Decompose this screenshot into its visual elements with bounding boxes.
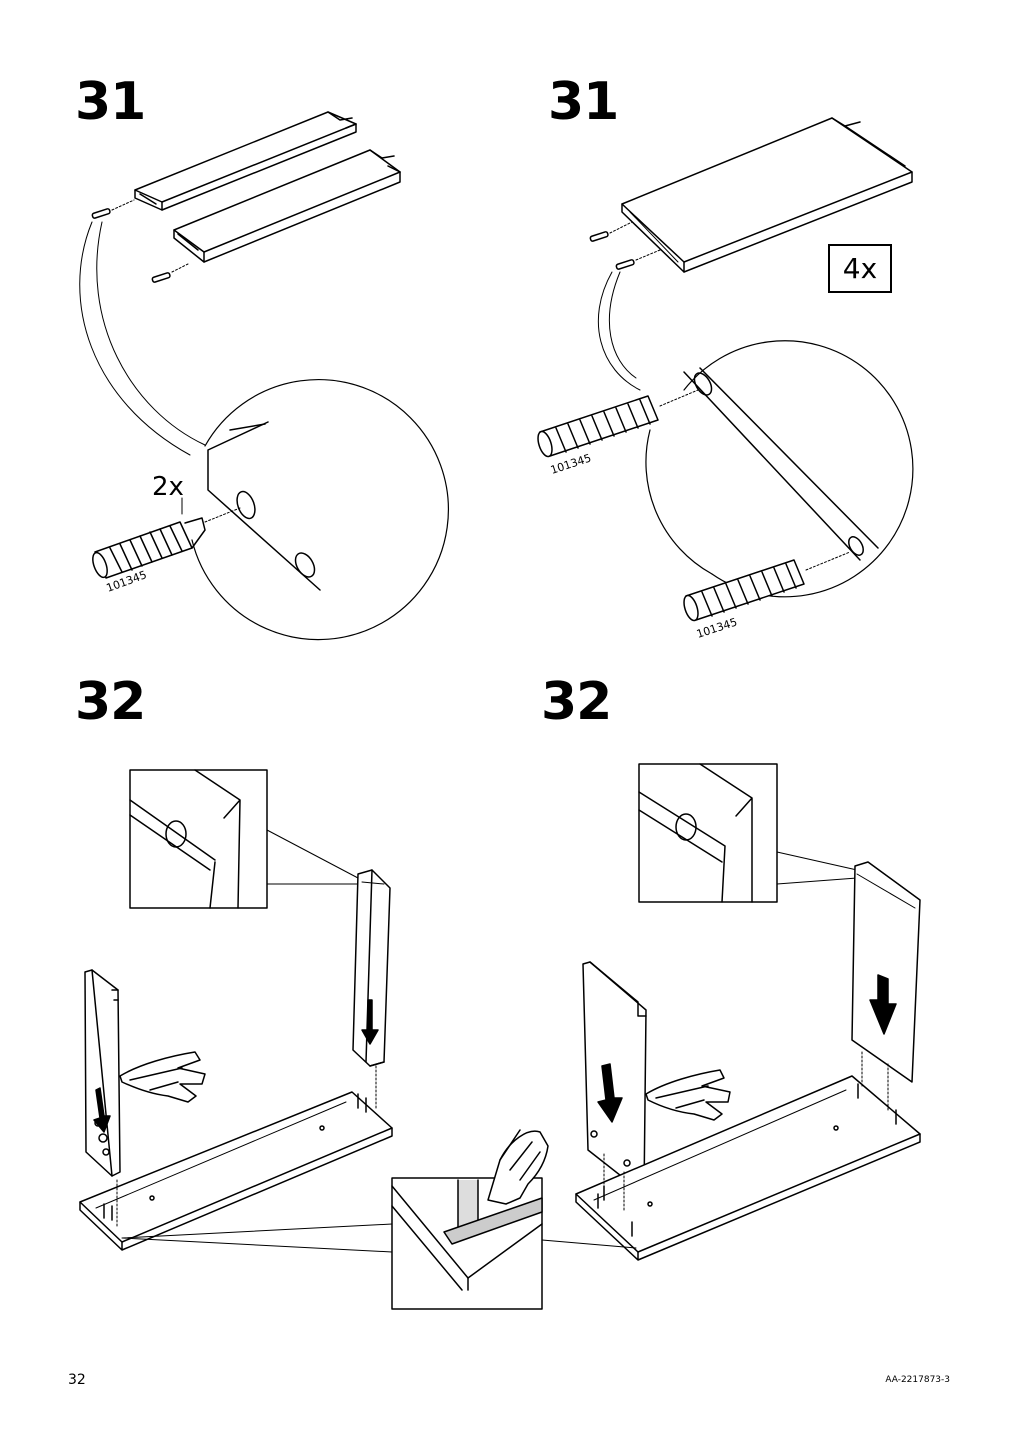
part-code-label-1: 101345 [549, 452, 593, 477]
detail-box-icon [639, 764, 857, 902]
magnifier-circle-icon [646, 341, 913, 597]
dowel-icon [92, 208, 111, 218]
dowel-icon [590, 231, 609, 241]
dowel-icon [535, 396, 658, 458]
step31-right-illustration: 101345 101345 [535, 118, 913, 641]
arrow-down-icon [870, 975, 896, 1034]
page-number: 32 [68, 1372, 86, 1388]
dowel-icon [152, 272, 171, 282]
detail-box-icon [392, 1178, 542, 1309]
dowel-icon [90, 518, 205, 579]
step-number-31-right: 31 [548, 72, 619, 132]
quantity-box-4x: 4x [828, 244, 892, 293]
magnifier-circle-icon [192, 380, 448, 640]
step32-left-illustration [80, 770, 392, 1252]
detail-box-icon [130, 770, 358, 908]
dowel-icon [681, 560, 804, 622]
step-number-31-left: 31 [75, 72, 146, 132]
step-number-32-left: 32 [75, 672, 146, 732]
part-code-label-2: 101345 [695, 616, 739, 641]
step32-right-illustration [542, 764, 920, 1260]
edge-detail-illustration [392, 1130, 548, 1309]
step31-left-illustration: 101345 [80, 112, 449, 640]
pointing-hand-icon [646, 1070, 730, 1120]
pointing-hand-icon [120, 1052, 205, 1102]
quantity-label-2x: 2x [152, 472, 184, 502]
arrow-down-icon [598, 1064, 622, 1122]
pointing-hand-icon [488, 1130, 548, 1204]
arrow-down-icon [94, 1088, 110, 1132]
arrow-down-icon [362, 1000, 378, 1044]
dowel-icon [616, 259, 635, 269]
step-number-32-right: 32 [541, 672, 612, 732]
document-code: AA-2217873-3 [885, 1375, 950, 1385]
